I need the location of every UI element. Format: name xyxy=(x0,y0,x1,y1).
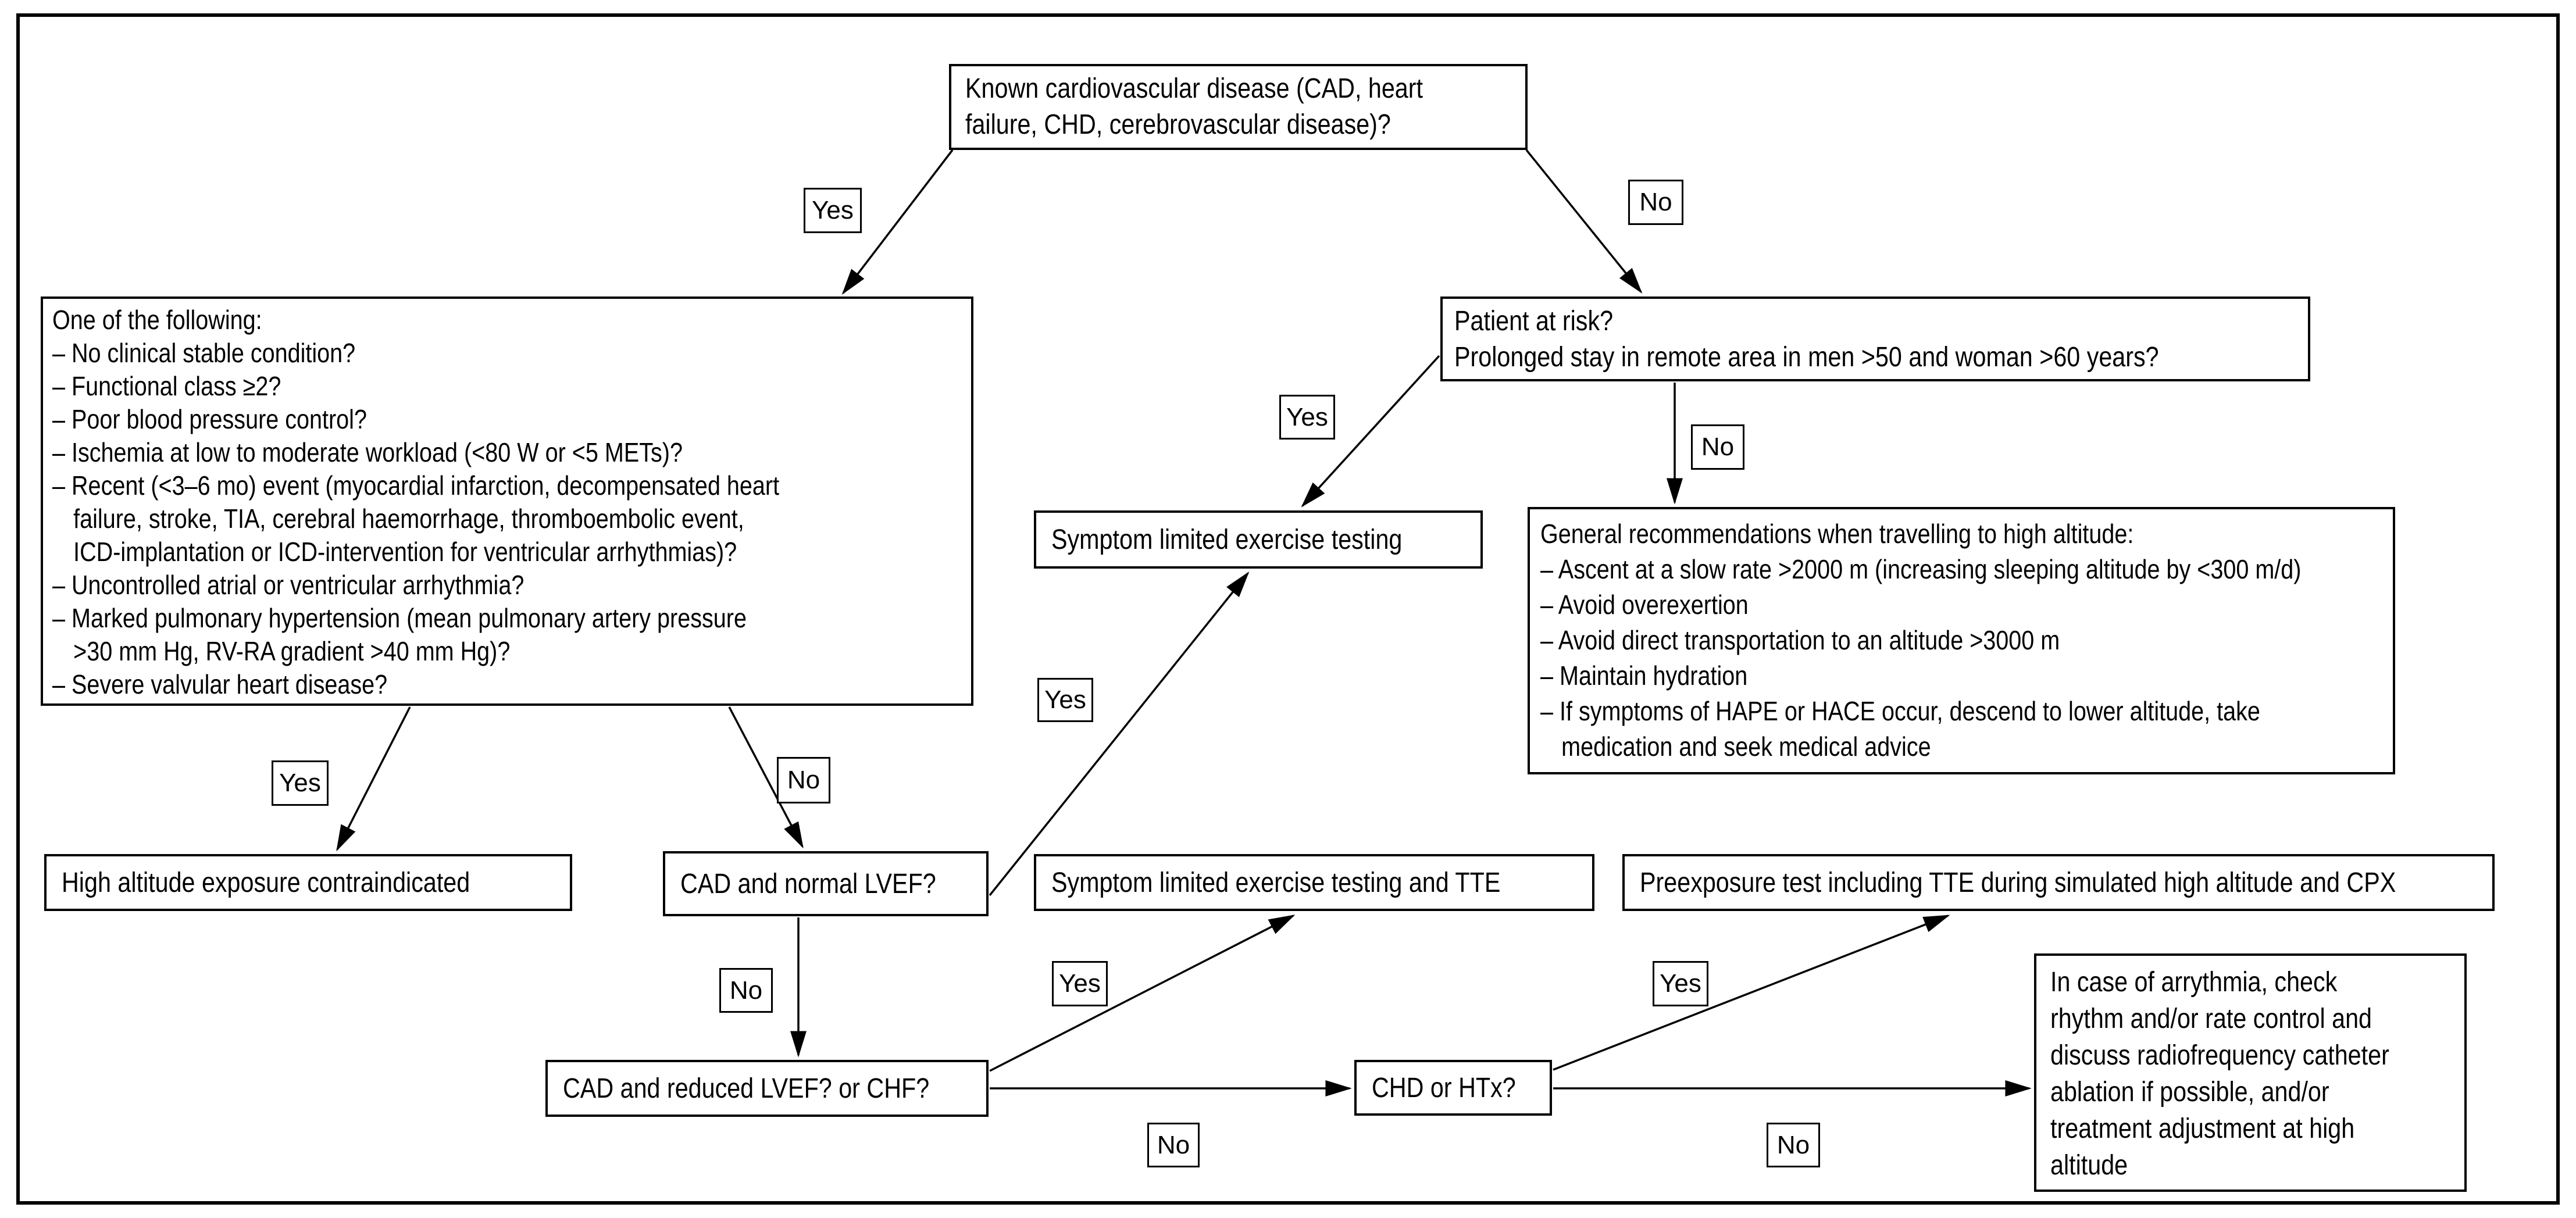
box-line: – No clinical stable condition? xyxy=(52,338,356,368)
edge-label-known-yes: Yes xyxy=(804,188,862,233)
box-line: – Recent (<3–6 mo) event (myocardial inf… xyxy=(52,470,780,501)
edge-label-text: No xyxy=(1776,1130,1810,1159)
box-line: – Maintain hydration xyxy=(1540,660,1748,691)
box-line: CHD or HTx? xyxy=(1372,1072,1516,1103)
box-line: CAD and reduced LVEF? or CHF? xyxy=(563,1073,930,1104)
box-line: High altitude exposure contraindicated xyxy=(62,867,470,898)
box-line: Known cardiovascular disease (CAD, heart xyxy=(965,73,1423,104)
node-symptom-testing-tte: Symptom limited exercise testing and TTE xyxy=(1034,854,1594,911)
box-line: medication and seek medical advice xyxy=(1561,731,1931,762)
node-cad-reduced-lvef: CAD and reduced LVEF? or CHF? xyxy=(545,1060,989,1117)
box-line: In case of arrythmia, check xyxy=(2050,967,2338,998)
node-patient-at-risk: Patient at risk? Prolonged stay in remot… xyxy=(1440,297,2310,381)
node-preexposure-test: Preexposure test including TTE during si… xyxy=(1622,854,2495,911)
box-line: – Severe valvular heart disease? xyxy=(52,669,388,699)
edge-label-text: Yes xyxy=(1660,969,1701,998)
edge-label-text: Yes xyxy=(1286,402,1328,431)
box-line: Preexposure test including TTE during si… xyxy=(1640,867,2396,898)
edge-label-risk-no: No xyxy=(1691,424,1744,470)
edge-label-text: No xyxy=(1157,1130,1190,1159)
edge-label-text: Yes xyxy=(1044,685,1086,714)
box-line: – Avoid direct transportation to an alti… xyxy=(1540,625,2060,655)
box-line: – Uncontrolled atrial or ventricular arr… xyxy=(52,570,525,600)
edge-label-text: Yes xyxy=(1059,969,1101,998)
box-line: Symptom limited exercise testing xyxy=(1051,524,1403,555)
edge-label-criteria-no: No xyxy=(777,757,830,803)
box-line: discuss radiofrequency catheter xyxy=(2050,1040,2389,1071)
box-line: failure, CHD, cerebrovascular disease)? xyxy=(965,109,1391,140)
edge-label-cad-reduced-no: No xyxy=(1147,1123,1200,1167)
box-line: Symptom limited exercise testing and TTE xyxy=(1051,867,1501,898)
box-line: Prolonged stay in remote area in men >50… xyxy=(1454,342,2159,373)
box-line: treatment adjustment at high xyxy=(2050,1113,2355,1144)
box-line: rhythm and/or rate control and xyxy=(2050,1003,2372,1034)
node-arrhythmia-management: In case of arrythmia, check rhythm and/o… xyxy=(2034,953,2467,1192)
edge-label-criteria-yes: Yes xyxy=(272,760,329,806)
edge-label-cad-reduced-yes: Yes xyxy=(1052,961,1108,1006)
box-line: – Marked pulmonary hypertension (mean pu… xyxy=(52,603,747,633)
box-line: – Functional class ≥2? xyxy=(52,371,281,401)
edge-label-text: No xyxy=(1639,188,1672,216)
node-cad-normal-lvef: CAD and normal LVEF? xyxy=(663,851,989,916)
box-line: ablation if possible, and/or xyxy=(2050,1077,2329,1108)
edge-label-text: No xyxy=(1701,433,1735,461)
edge-label-chd-yes: Yes xyxy=(1653,961,1708,1006)
box-line: CAD and normal LVEF? xyxy=(680,868,936,899)
box-line: Patient at risk? xyxy=(1454,306,1614,337)
node-chd-htx: CHD or HTx? xyxy=(1354,1060,1552,1116)
box-line: altitude xyxy=(2050,1150,2128,1181)
edge-label-cad-normal-yes: Yes xyxy=(1037,678,1093,722)
box-line: – Ischemia at low to moderate workload (… xyxy=(52,437,683,467)
node-general-recommendations: General recommendations when travelling … xyxy=(1528,507,2395,774)
box-line: – Poor blood pressure control? xyxy=(52,404,367,434)
edge-label-text: No xyxy=(729,976,763,1005)
node-one-of-following: One of the following: – No clinical stab… xyxy=(41,297,973,706)
edge-label-known-no: No xyxy=(1628,180,1683,225)
edge-label-text: Yes xyxy=(279,769,321,797)
edge-label-chd-no: No xyxy=(1767,1123,1820,1167)
node-symptom-testing: Symptom limited exercise testing xyxy=(1034,510,1483,569)
node-known-cvd: Known cardiovascular disease (CAD, heart… xyxy=(949,64,1528,150)
box-line: – Ascent at a slow rate >2000 m (increas… xyxy=(1540,554,2302,584)
box-line: ICD-implantation or ICD-intervention for… xyxy=(73,537,737,567)
box-line: failure, stroke, TIA, cerebral haemorrha… xyxy=(73,503,744,534)
edge-label-text: No xyxy=(787,766,820,794)
box-line: – Avoid overexertion xyxy=(1540,590,1749,620)
box-line: – If symptoms of HAPE or HACE occur, des… xyxy=(1540,696,2260,726)
edge-label-risk-yes: Yes xyxy=(1279,395,1335,440)
box-line: General recommendations when travelling … xyxy=(1540,519,2134,549)
edge-label-text: Yes xyxy=(812,196,854,224)
box-line: One of the following: xyxy=(52,305,262,335)
box-line: >30 mm Hg, RV-RA gradient >40 mm Hg)? xyxy=(73,636,511,666)
node-high-altitude-contraindicated: High altitude exposure contraindicated xyxy=(44,854,572,911)
edge-label-cad-normal-no: No xyxy=(719,968,773,1013)
diagram-border xyxy=(16,13,2560,1205)
